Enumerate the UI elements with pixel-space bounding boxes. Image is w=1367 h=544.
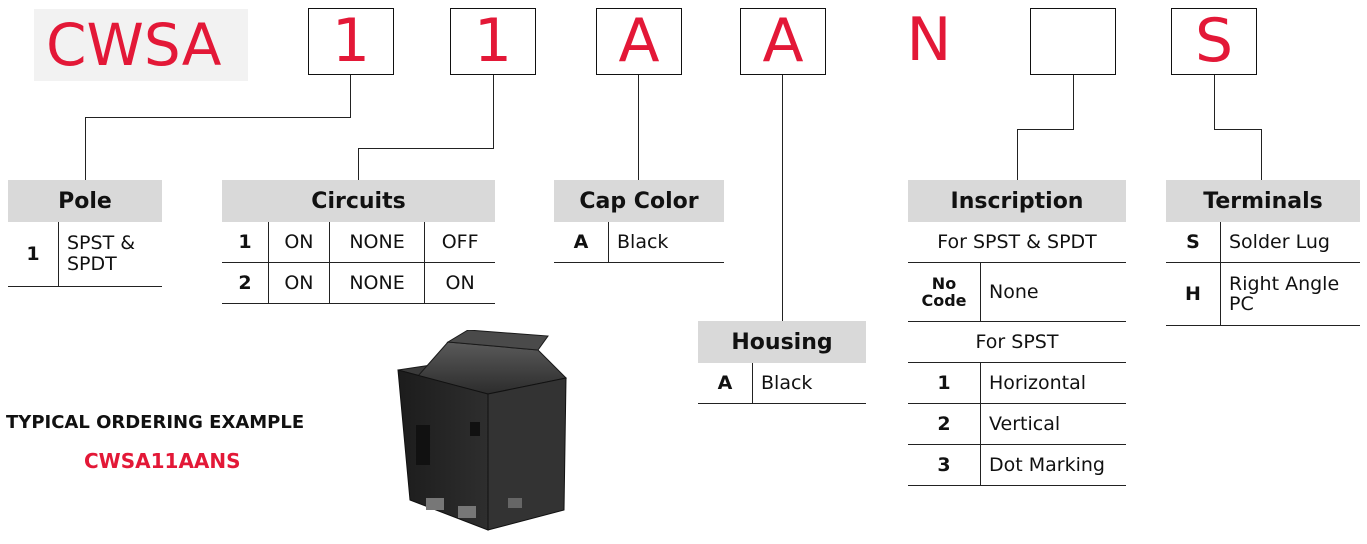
- connector-housing: [782, 75, 783, 321]
- code-box-pole: 1: [308, 8, 394, 75]
- table-row: 2 Vertical: [908, 403, 1126, 445]
- cap-color-header: Cap Color: [554, 180, 724, 222]
- inscription-desc: None: [980, 262, 1126, 322]
- inscription-code: No Code: [908, 262, 981, 322]
- connector-terminals: [1261, 129, 1262, 180]
- table-row: 3 Dot Marking: [908, 444, 1126, 486]
- code-box-terminals: S: [1171, 8, 1257, 75]
- connector-circuits: [493, 75, 494, 149]
- rocker-switch-image: [397, 330, 568, 531]
- connector-pole: [350, 75, 351, 118]
- circuit-pos1: ON: [268, 222, 330, 263]
- part-prefix: CWSA: [34, 9, 248, 81]
- inscription-desc: Horizontal: [980, 362, 1126, 404]
- code-box-cap-color: A: [596, 8, 682, 75]
- housing-desc: Black: [752, 363, 866, 404]
- cap-color-code: A: [554, 222, 609, 263]
- table-row: 2 ON NONE ON: [222, 262, 495, 304]
- table-row: H Right Angle PC: [1166, 262, 1360, 326]
- table-row: No Code None: [908, 262, 1126, 322]
- pole-table: Pole 1 SPST & SPDT: [8, 180, 162, 287]
- table-row: 1 SPST & SPDT: [8, 222, 162, 287]
- housing-code: A: [698, 363, 753, 404]
- circuit-pos3: ON: [424, 262, 495, 304]
- circuit-pos3: OFF: [424, 222, 495, 263]
- cap-color-desc: Black: [608, 222, 724, 263]
- code-box-circuits: 1: [450, 8, 536, 75]
- connector-circuits: [358, 148, 494, 149]
- code-letter-n: N: [906, 5, 952, 75]
- ordering-example-code: CWSA11AANS: [84, 449, 241, 473]
- table-row: S Solder Lug: [1166, 222, 1360, 263]
- housing-header: Housing: [698, 321, 866, 363]
- circuit-code: 2: [222, 262, 269, 304]
- cap-color-table: Cap Color A Black: [554, 180, 724, 263]
- inscription-code: 3: [908, 444, 981, 486]
- connector-terminals: [1214, 75, 1215, 130]
- terminals-desc: Right Angle PC: [1220, 262, 1360, 326]
- pole-header: Pole: [8, 180, 162, 222]
- inscription-code: 1: [908, 362, 981, 404]
- code-box-housing: A: [740, 8, 826, 75]
- table-row: 1 Horizontal: [908, 362, 1126, 404]
- circuits-table: Circuits 1 ON NONE OFF 2 ON NONE ON: [222, 180, 495, 304]
- inscription-table: Inscription For SPST & SPDT No Code None…: [908, 180, 1126, 486]
- inscription-header: Inscription: [908, 180, 1126, 222]
- connector-pole: [85, 117, 351, 118]
- terminals-code: H: [1166, 262, 1221, 326]
- connector-terminals: [1214, 129, 1262, 130]
- circuit-pos2: NONE: [329, 262, 426, 304]
- inscription-group-label: For SPST: [908, 321, 1126, 363]
- inscription-desc: Dot Marking: [980, 444, 1126, 486]
- table-row: 1 ON NONE OFF: [222, 222, 495, 263]
- inscription-group-label: For SPST & SPDT: [908, 222, 1126, 263]
- table-row: A Black: [698, 363, 866, 404]
- pole-desc: SPST & SPDT: [58, 222, 162, 287]
- circuits-header: Circuits: [222, 180, 495, 222]
- ordering-example-title: TYPICAL ORDERING EXAMPLE: [6, 412, 305, 433]
- terminals-code: S: [1166, 222, 1221, 263]
- connector-circuits: [358, 148, 359, 180]
- connector-inscription: [1017, 129, 1074, 130]
- connector-inscription: [1017, 129, 1018, 180]
- connector-inscription: [1073, 75, 1074, 130]
- circuit-code: 1: [222, 222, 269, 263]
- connector-pole: [85, 117, 86, 180]
- housing-table: Housing A Black: [698, 321, 866, 404]
- terminals-desc: Solder Lug: [1220, 222, 1360, 263]
- connector-cap-color: [638, 75, 639, 180]
- inscription-code: 2: [908, 403, 981, 445]
- code-box-inscription: [1030, 8, 1116, 75]
- circuit-pos2: NONE: [329, 222, 426, 263]
- inscription-desc: Vertical: [980, 403, 1126, 445]
- pole-code: 1: [8, 222, 59, 287]
- terminals-table: Terminals S Solder Lug H Right Angle PC: [1166, 180, 1360, 326]
- circuit-pos1: ON: [268, 262, 330, 304]
- table-row: A Black: [554, 222, 724, 263]
- terminals-header: Terminals: [1166, 180, 1360, 222]
